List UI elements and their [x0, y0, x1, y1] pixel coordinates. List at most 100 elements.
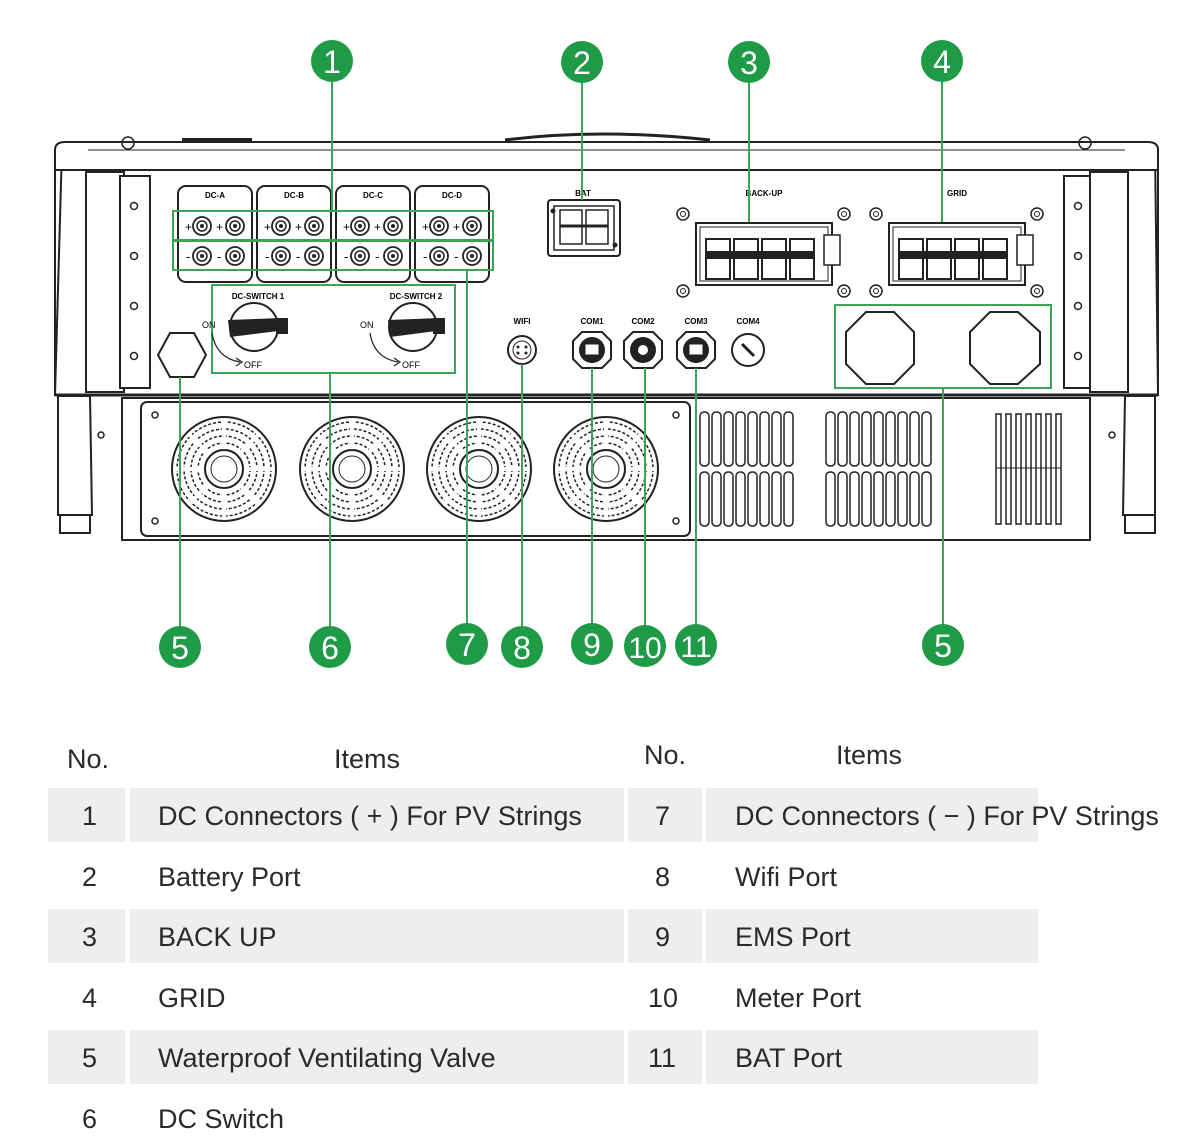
- backup-port: BACK-UP: [676, 189, 851, 298]
- minus-sign: -: [344, 249, 348, 264]
- off-label: OFF: [244, 360, 262, 370]
- row-3-item: BACK UP: [158, 922, 277, 952]
- pv-plus-connectors: + + + + + + + +: [185, 216, 482, 236]
- inverter-diagram: DC-A DC-B DC-C DC-D + + + + + + + + - -: [53, 40, 1160, 668]
- row-6-no: 6: [82, 1104, 98, 1134]
- row-9-no: 9: [655, 922, 671, 952]
- rotate-arrow-icon: [393, 357, 402, 367]
- plus-sign: +: [374, 220, 381, 234]
- callout-4: 4: [921, 40, 963, 82]
- row-4-item: GRID: [158, 983, 226, 1013]
- grid-port: GRID: [869, 189, 1044, 298]
- plus-sign: +: [185, 220, 192, 234]
- com2-port: [623, 331, 663, 369]
- row-11-no: 11: [648, 1043, 677, 1073]
- row-8-no: 8: [655, 862, 671, 892]
- dc-a-label: DC-A: [205, 191, 225, 200]
- dc-switch-2[interactable]: [388, 302, 445, 352]
- dc-switch-1[interactable]: [228, 302, 288, 352]
- com4-label: COM4: [736, 317, 760, 326]
- svg-text:6: 6: [321, 630, 339, 666]
- off-label: OFF: [402, 360, 420, 370]
- header-no-left: No.: [67, 744, 110, 774]
- callout-badges: 1 2 3 4 5 6 7 8 9 10 11 5: [159, 40, 964, 668]
- plus-sign: +: [216, 220, 223, 234]
- row-shade: [130, 909, 624, 963]
- callout-5-left: 5: [159, 626, 201, 668]
- fan-icon: [425, 415, 533, 523]
- com4-port: [731, 333, 765, 367]
- callout-9: 9: [571, 623, 613, 665]
- row-10-item: Meter Port: [735, 983, 862, 1013]
- plus-sign: +: [295, 220, 302, 234]
- wifi-port: [507, 335, 537, 365]
- rotate-arrow-icon: [369, 332, 399, 363]
- row-8-item: Wifi Port: [735, 862, 838, 892]
- grid-label: GRID: [947, 189, 967, 198]
- svg-text:5: 5: [171, 630, 189, 666]
- plus-sign: +: [422, 220, 429, 234]
- svg-text:8: 8: [513, 630, 531, 666]
- com1-label: COM1: [580, 317, 604, 326]
- row-6-item: DC Switch: [158, 1104, 285, 1134]
- com3-label: COM3: [684, 317, 708, 326]
- rotate-arrow-icon: [235, 357, 244, 367]
- svg-text:5: 5: [934, 628, 952, 664]
- row-shade: [48, 1030, 125, 1084]
- on-label: ON: [202, 320, 216, 330]
- row-shade: [130, 1030, 624, 1084]
- row-shade: [706, 909, 1038, 963]
- callout-7: 7: [446, 623, 488, 665]
- plus-sign: +: [343, 220, 350, 234]
- minus-sign: -: [186, 249, 190, 264]
- comm-ports: WIFI COM1 COM2 COM3 COM4: [507, 317, 765, 369]
- svg-text:2: 2: [573, 45, 591, 81]
- minus-sign: -: [265, 249, 269, 264]
- row-5-item: Waterproof Ventilating Valve: [158, 1043, 496, 1073]
- minus-sign: -: [217, 249, 221, 264]
- row-7-item: DC Connectors ( − ) For PV Strings: [735, 801, 1159, 831]
- pv-minus-connectors: - - - - - - - -: [186, 246, 482, 266]
- wifi-label: WIFI: [514, 317, 531, 326]
- row-11-item: BAT Port: [735, 1043, 843, 1073]
- header-items-left: Items: [334, 744, 401, 774]
- dc-switch-panel: DC-SWITCH 1 DC-SWITCH 2 ON OFF ON OFF: [202, 284, 456, 374]
- header-items-right: Items: [836, 740, 903, 770]
- dc-switch-highlight: [211, 284, 456, 374]
- fan-icon: [552, 415, 660, 523]
- fan-icon: [170, 415, 278, 523]
- svg-text:4: 4: [933, 44, 951, 80]
- minus-sign: -: [454, 249, 458, 264]
- vent-grilles: [699, 411, 1062, 527]
- minus-sign: -: [423, 249, 427, 264]
- plus-sign: +: [453, 220, 460, 234]
- row-10-no: 10: [648, 983, 679, 1013]
- row-shade: [628, 788, 702, 842]
- row-2-item: Battery Port: [158, 862, 301, 892]
- row-shade: [48, 788, 125, 842]
- row-1-item: DC Connectors ( + ) For PV Strings: [158, 801, 582, 831]
- row-7-no: 7: [655, 801, 671, 831]
- callout-10: 10: [624, 625, 666, 667]
- battery-port: BAT: [547, 189, 621, 257]
- header-no-right: No.: [644, 740, 687, 770]
- row-4-no: 4: [82, 983, 98, 1013]
- callout-3: 3: [728, 41, 770, 83]
- leader-lines: [179, 80, 944, 628]
- svg-text:7: 7: [458, 627, 476, 663]
- dc-connector-panel: DC-A DC-B DC-C DC-D + + + + + + + + - -: [172, 185, 494, 283]
- backup-label: BACK-UP: [746, 189, 784, 198]
- row-shade: [628, 1030, 702, 1084]
- row-shade: [706, 1030, 1038, 1084]
- callout-8: 8: [501, 626, 543, 668]
- on-label: ON: [360, 320, 374, 330]
- dc-c-label: DC-C: [363, 191, 383, 200]
- callout-1: 1: [311, 40, 353, 82]
- row-3-no: 3: [82, 922, 98, 952]
- com2-label: COM2: [631, 317, 655, 326]
- minus-connectors-highlight: [172, 240, 494, 271]
- svg-text:3: 3: [740, 45, 758, 81]
- rotate-arrow-icon: [211, 332, 241, 363]
- plus-sign: +: [264, 220, 271, 234]
- callout-6: 6: [309, 626, 351, 668]
